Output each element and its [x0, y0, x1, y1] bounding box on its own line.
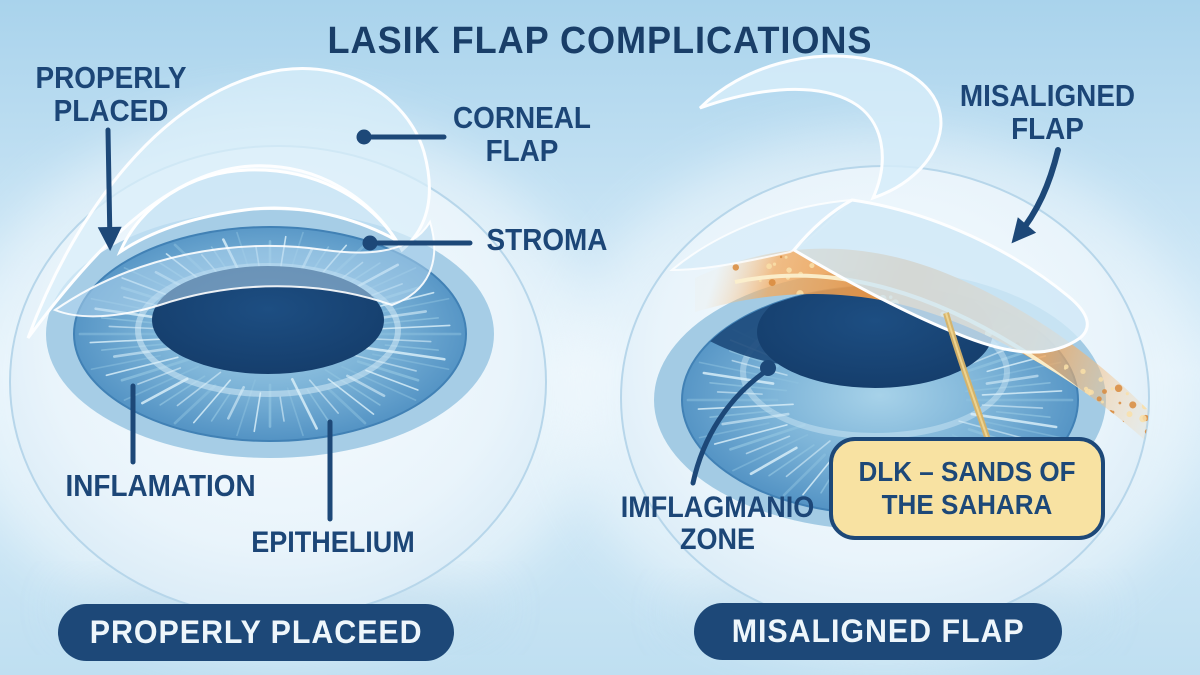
- pointer-lines: [97, 127, 1061, 522]
- left-eye: [10, 67, 546, 634]
- banner-misaligned-flap: MISALIGNED FLAP: [694, 603, 1062, 660]
- banner-properly-placed-text: PROPERLY PLACEED: [89, 614, 423, 650]
- label-inflammation-zone: IMFLAGMANIO ZONE: [620, 491, 815, 556]
- left-corneal-flap: [26, 67, 436, 339]
- label-misaligned-flap: MISALIGNED FLAP: [959, 78, 1136, 146]
- properly-placed-arrow: [97, 127, 122, 251]
- inflammation-zone-pointer: [690, 368, 769, 486]
- corneal-flap-dot: [356, 129, 372, 145]
- label-corneal-flap: CORNEAL FLAP: [453, 100, 591, 168]
- dlk-callout-text: DLK – SANDS OF THE SAHARA: [858, 456, 1076, 520]
- misaligned-corneal-flap: [669, 54, 1089, 354]
- misaligned-flap-arrow: [1011, 147, 1061, 244]
- banner-misaligned-flap-text: MISALIGNED FLAP: [731, 613, 1025, 649]
- label-properly-placed: PROPERLY PLACED: [35, 60, 187, 128]
- label-stroma: STROMA: [486, 222, 608, 257]
- stroma-dot: [362, 235, 378, 251]
- page-title: LASIK FLAP COMPLICATIONS: [327, 20, 873, 62]
- label-epithelium: EPITHELIUM: [251, 526, 415, 559]
- label-inflamation: INFLAMATION: [65, 468, 256, 503]
- inflammation-zone-dot: [760, 360, 776, 376]
- banner-properly-placed: PROPERLY PLACEED: [58, 604, 454, 661]
- pointer-dots: [356, 129, 776, 376]
- dlk-callout-box: DLK – SANDS OF THE SAHARA: [829, 437, 1105, 540]
